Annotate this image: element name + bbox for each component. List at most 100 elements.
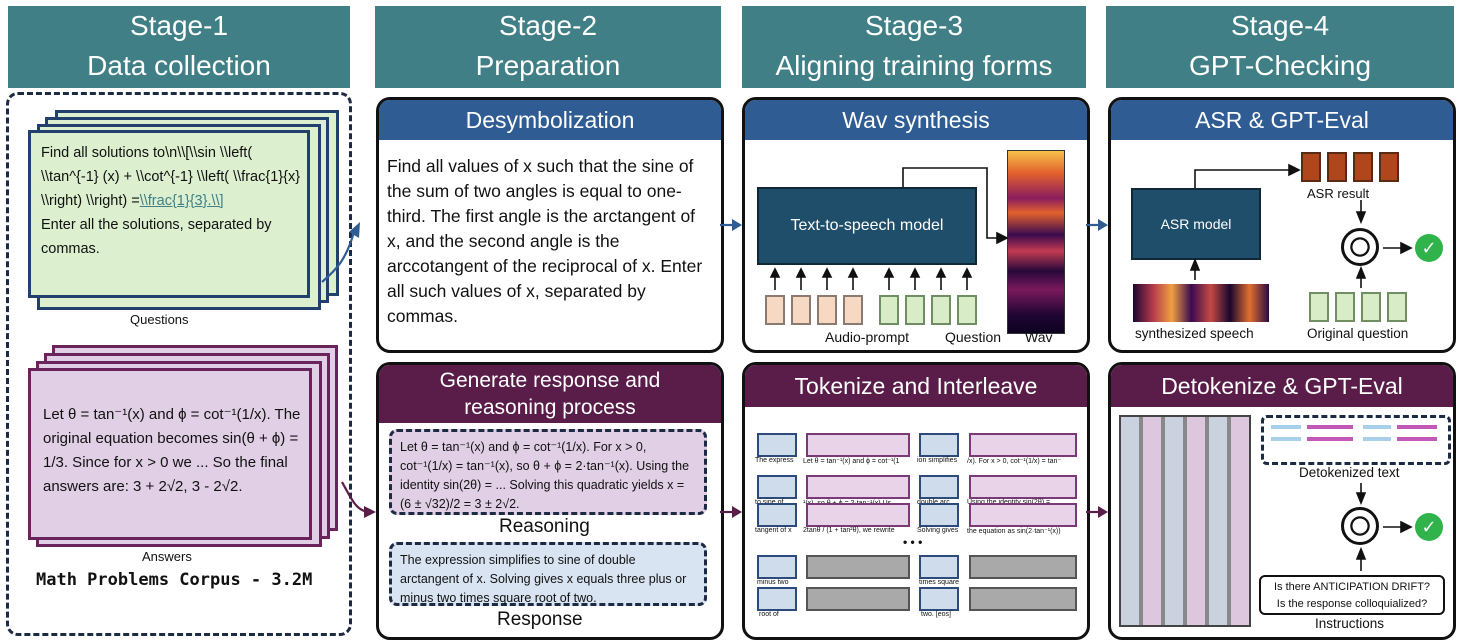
detokenize-gpt-eval-title: Detokenize & GPT-Eval — [1111, 365, 1453, 407]
text-line — [1363, 425, 1391, 429]
desymbolized-text: Find all values of x such that the sine … — [387, 156, 703, 326]
question-instruction: Enter all the solutions, separated by co… — [41, 217, 272, 257]
question-label: Question — [945, 329, 1002, 345]
stage-1-header: Stage-1 Data collection — [8, 6, 350, 88]
speech-token — [919, 433, 959, 457]
answers-label: Answers — [142, 549, 192, 564]
reasoning-label: Reasoning — [499, 516, 590, 537]
check-icon: ✓ — [1415, 513, 1443, 541]
tokenize-interleave-panel: Tokenize and Interleave The express Let … — [742, 362, 1090, 640]
stage-3-subtitle: Aligning training forms — [775, 50, 1053, 81]
stage-2-subtitle: Preparation — [475, 50, 621, 81]
token-label: Let θ = tan⁻¹(x) and ϕ = cot⁻¹(1 — [803, 458, 900, 465]
synthesized-speech-spectrogram — [1133, 284, 1269, 322]
padding-token — [969, 587, 1077, 611]
token-label: 2tanθ / (1 + tan²θ), we rewrite — [803, 527, 895, 534]
token-label: root of — [759, 611, 779, 618]
question-token — [957, 295, 977, 325]
audio-prompt-token — [817, 295, 837, 325]
stage-1-title: Stage-1 — [129, 10, 229, 41]
text-line — [1271, 425, 1301, 429]
detokenize-gpt-eval-panel: Detokenize & GPT-Eval Detokenized text ✓… — [1108, 362, 1456, 640]
audio-prompt-label: Audio-prompt — [825, 329, 910, 345]
detokenized-text-label: Detokenized text — [1299, 465, 1400, 480]
original-question-label: Original question — [1307, 326, 1409, 341]
text-token — [806, 475, 910, 499]
asr-result-token — [1379, 152, 1399, 182]
asr-result-label: ASR result — [1307, 186, 1370, 201]
speech-token — [757, 475, 797, 499]
stage-1-subtitle: Data collection — [87, 50, 271, 81]
text-token — [806, 433, 910, 457]
question-card: Find all solutions to\n\\[\\sin \\left( … — [28, 130, 310, 298]
asr-gpt-eval-panel: ASR & GPT-Eval ASR model ASR result synt… — [1108, 97, 1456, 353]
question-token — [905, 295, 925, 325]
corpus-label: Math Problems Corpus - 3.2M — [36, 570, 313, 590]
speech-token — [919, 587, 959, 611]
stage-4-header: Stage-4 GPT-Checking — [1106, 6, 1454, 88]
questions-label: Questions — [130, 312, 189, 327]
speech-token — [757, 587, 797, 611]
detokenized-text-box — [1261, 415, 1451, 465]
desymbolization-panel: Desymbolization Find all values of x suc… — [376, 97, 724, 353]
check-icon: ✓ — [1415, 234, 1443, 262]
audio-prompt-token — [843, 295, 863, 325]
token-label: tangent of x — [755, 527, 792, 534]
text-token — [806, 503, 910, 527]
instructions-box: Is there ANTICIPATION DRIFT? Is the resp… — [1259, 575, 1445, 615]
token-label: minus two — [757, 579, 789, 586]
asr-model-box: ASR model — [1131, 188, 1261, 260]
gpt-icon — [1341, 228, 1379, 266]
synthesized-speech-label: synthesized speech — [1135, 326, 1254, 341]
token-label: double arc — [917, 499, 950, 506]
wav-synthesis-title: Wav synthesis — [745, 100, 1087, 140]
gpt-icon — [1341, 507, 1379, 545]
token-label: times square — [919, 579, 960, 586]
asr-gpt-eval-title: ASR & GPT-Eval — [1111, 100, 1453, 140]
text-line — [1307, 437, 1353, 441]
answer-text: Let θ = tan⁻¹(x) and ϕ = cot⁻¹(1/x). The… — [43, 406, 301, 495]
question-fraction: \\frac{1}{3}.\\] — [139, 193, 224, 209]
reasoning-box: Let θ = tan⁻¹(x) and ϕ = cot⁻¹(1/x). For… — [389, 429, 707, 515]
response-text: The expression simplifies to sine of dou… — [400, 553, 687, 605]
original-question-token — [1387, 292, 1407, 322]
wav-synthesis-panel: Wav synthesis Text-to-speech model Audio… — [742, 97, 1090, 353]
original-question-token — [1361, 292, 1381, 322]
speech-token — [919, 503, 959, 527]
asr-result-token — [1327, 152, 1347, 182]
speech-token — [757, 555, 797, 579]
answer-card: Let θ = tan⁻¹(x) and ϕ = cot⁻¹(1/x). The… — [28, 368, 312, 540]
speech-token — [919, 475, 959, 499]
speech-token — [919, 555, 959, 579]
text-token — [969, 475, 1077, 499]
token-label: Solving gives — [917, 527, 959, 534]
response-label: Response — [497, 609, 583, 630]
wav-spectrogram — [1007, 150, 1065, 334]
token-label: Using the identity sin(2θ) = — [967, 499, 1050, 506]
text-line — [1363, 437, 1391, 441]
speech-token — [757, 433, 797, 457]
question-text: Find all solutions to\n\\[\\sin \\left( … — [41, 145, 301, 209]
stage-2-header: Stage-2 Preparation — [375, 6, 721, 88]
desymbolization-title: Desymbolization — [379, 100, 721, 140]
tts-model-box: Text-to-speech model — [757, 187, 977, 265]
token-label: ion simplifies — [917, 457, 958, 464]
token-label: two. [eos] — [921, 611, 951, 618]
ellipsis: • • • — [903, 535, 923, 549]
text-line — [1397, 425, 1437, 429]
stage-1-container — [6, 92, 352, 636]
stage-2-title: Stage-2 — [498, 10, 598, 41]
stage-4-subtitle: GPT-Checking — [1188, 50, 1372, 81]
text-line — [1397, 437, 1437, 441]
audio-prompt-token — [791, 295, 811, 325]
stage-3-title: Stage-3 — [864, 10, 964, 41]
padding-token — [969, 555, 1077, 579]
token-label: The express — [755, 457, 794, 464]
detok-arrows — [1355, 483, 1413, 571]
reasoning-text: Let θ = tan⁻¹(x) and ϕ = cot⁻¹(1/x). For… — [400, 440, 690, 511]
token-label: to sine of — [755, 499, 783, 506]
generate-title-line-1: Generate response and — [439, 369, 661, 392]
token-label: /x). For x > 0, cot⁻¹(1/x) = tan⁻ — [967, 458, 1062, 465]
asr-result-token — [1353, 152, 1373, 182]
